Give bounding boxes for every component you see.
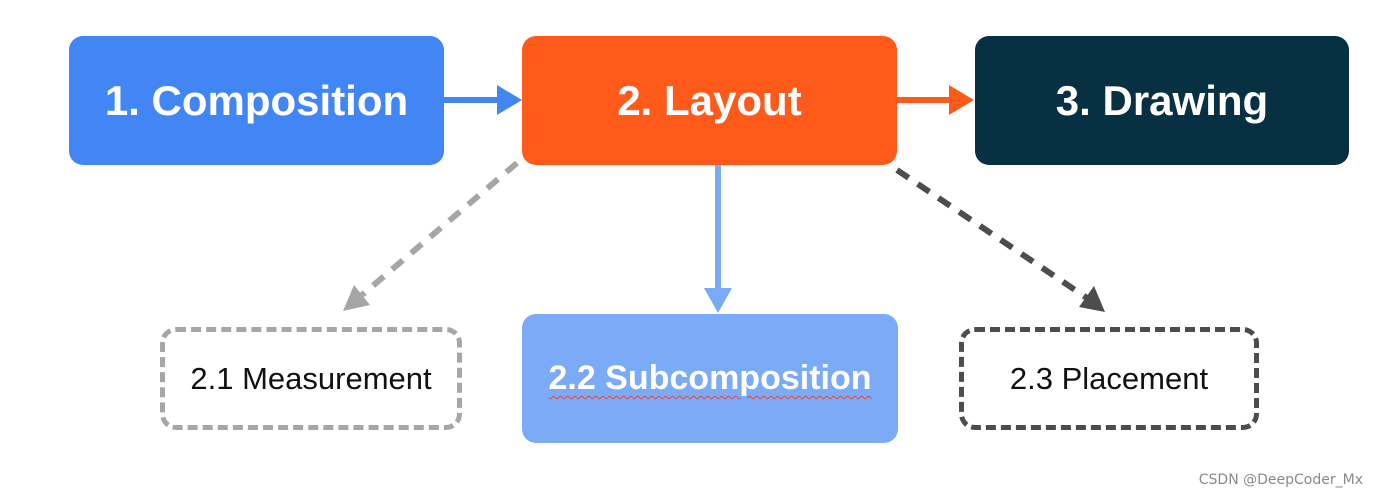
- arrow-layout-to-placement: [895, 167, 1105, 312]
- layout-stage-label: 2. Layout: [617, 76, 802, 124]
- layout-stage-box: 2. Layout: [522, 36, 897, 165]
- composition-stage-box: 1. Composition: [69, 36, 444, 165]
- measurement-step-label: 2.1 Measurement: [190, 360, 432, 396]
- subcomposition-step-box: 2.2 Subcomposition: [522, 314, 898, 443]
- arrow-layout-to-drawing: [897, 85, 974, 115]
- measurement-step-box: 2.1 Measurement: [160, 327, 462, 430]
- placement-step-label: 2.3 Placement: [1009, 360, 1209, 396]
- arrow-composition-to-layout: [444, 85, 522, 115]
- placement-step-box: 2.3 Placement: [959, 327, 1259, 430]
- drawing-stage-label: 3. Drawing: [1055, 76, 1269, 124]
- drawing-stage-box: 3. Drawing: [975, 36, 1349, 165]
- arrow-layout-to-subcomposition: [704, 165, 732, 313]
- composition-stage-label: 1. Composition: [104, 76, 409, 124]
- subcomposition-step-label: 2.2 Subcomposition: [548, 359, 872, 397]
- csdn-watermark: CSDN @DeepCoder_Mx: [1198, 472, 1363, 488]
- arrow-layout-to-measurement: [343, 160, 519, 311]
